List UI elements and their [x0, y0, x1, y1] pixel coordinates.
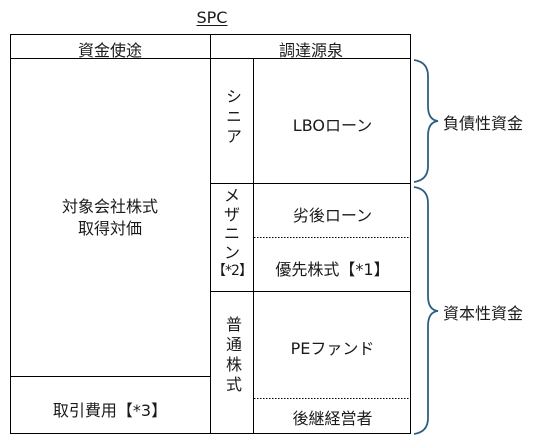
common-successor-manager: 後継経営者: [292, 409, 373, 428]
mezzanine-label-char1: メ: [223, 186, 240, 205]
uses-fees: 取引費用【*3】: [52, 401, 168, 420]
header-uses: 資金使途: [77, 41, 142, 60]
common-stock-label: 普通株式: [223, 316, 242, 396]
mezzanine-label-char2: ザ: [223, 205, 240, 224]
senior-lbo-loan: LBOローン: [292, 116, 373, 135]
debt-funding-label: 負債性資金: [443, 114, 524, 133]
uses-acquisition-line2: 取得対価: [77, 219, 142, 238]
equity-bracket: [413, 186, 439, 435]
spc-title: SPC: [196, 8, 228, 27]
mezzanine-label-char3: ニ: [223, 224, 240, 243]
mezzanine-preferred-stock: 優先株式【*1】: [275, 260, 390, 279]
mezzanine-label: メ ザ ニ ン 【*2】: [211, 186, 253, 281]
header-sources: 調達源泉: [278, 41, 343, 60]
mezzanine-subordinated-loan: 劣後ローン: [292, 206, 373, 225]
uses-acquisition-line1: 対象会社株式: [61, 197, 158, 216]
mezzanine-label-char4: ン: [223, 243, 240, 262]
mezzanine-label-note: 【*2】: [212, 263, 253, 279]
senior-label: シニア: [223, 88, 242, 148]
debt-bracket: [413, 59, 439, 183]
common-pe-fund: PEファンド: [290, 339, 375, 358]
equity-funding-label: 資本性資金: [443, 304, 524, 323]
uses-acquisition: 対象会社株式 取得対価: [10, 196, 210, 240]
